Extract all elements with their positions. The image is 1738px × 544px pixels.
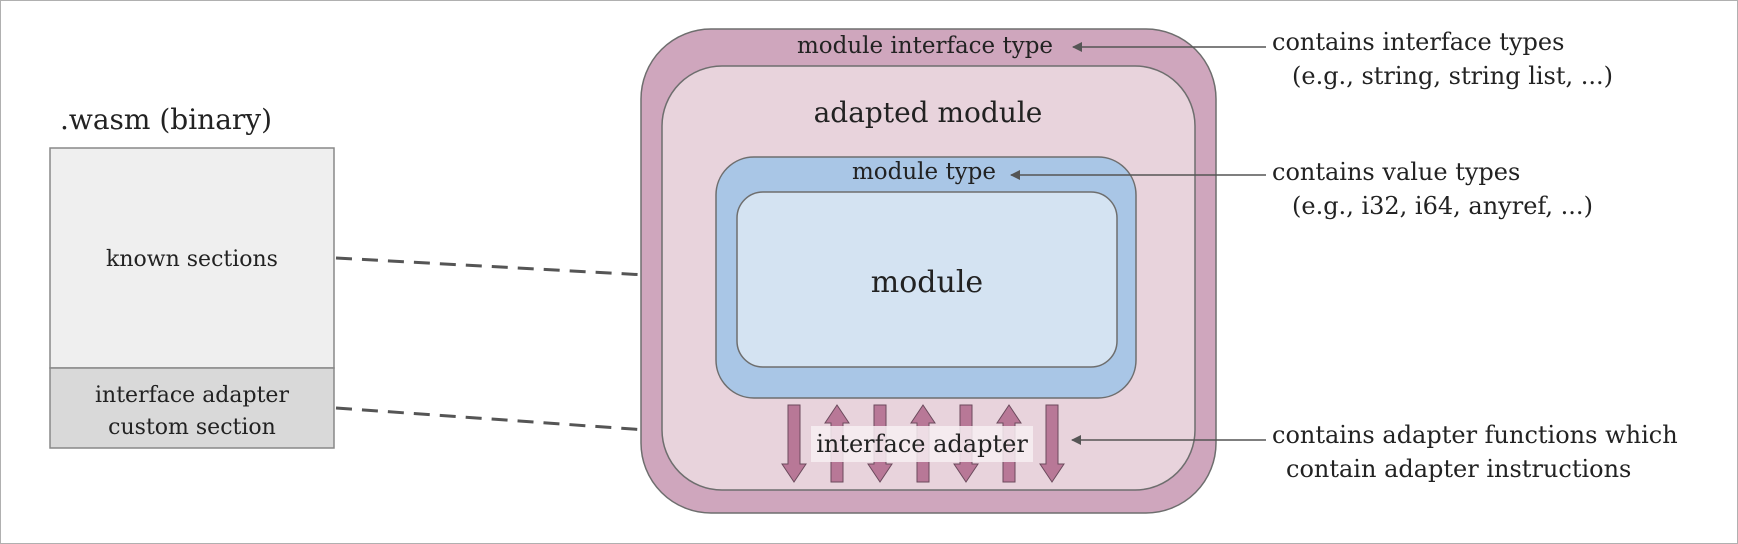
adapter-arrow-down-7 [1039,404,1065,483]
adapter-functions-annotation-line1: contains adapter functions which [1272,421,1678,449]
adapted-module-label: adapted module [814,96,1043,129]
module-rect [736,191,1118,368]
value-types-annotation-line2: (e.g., i32, i64, anyref, ...) [1292,192,1593,220]
value-types-annotation-line1: contains value types [1272,158,1520,186]
module-interface-type-label: module interface type [797,33,1053,59]
interface-adapter-label: interface adapter [816,430,1028,458]
module-type-label: module type [852,159,996,185]
custom-section-box [49,367,335,449]
known-sections-box [49,147,335,369]
module-label: module [871,265,983,300]
interface-adapter-label-bg [811,426,1033,462]
adapter-arrow-down-1 [781,404,807,483]
custom-section-label-line2: custom section [108,415,276,440]
known-sections-label: known sections [106,247,278,272]
adapter-functions-annotation-line2: contain adapter instructions [1286,455,1631,483]
interface-types-annotation-line2: (e.g., string, string list, ...) [1292,62,1613,90]
wasm-file-box: known sections interface adapter custom … [49,147,335,449]
known-sections-connector-arrow [335,256,739,288]
interface-types-annotation-line1: contains interface types [1272,28,1564,56]
custom-section-label-line1: interface adapter [95,383,289,408]
module-box: module [736,191,1118,368]
wasm-title: .wasm (binary) [60,103,272,136]
